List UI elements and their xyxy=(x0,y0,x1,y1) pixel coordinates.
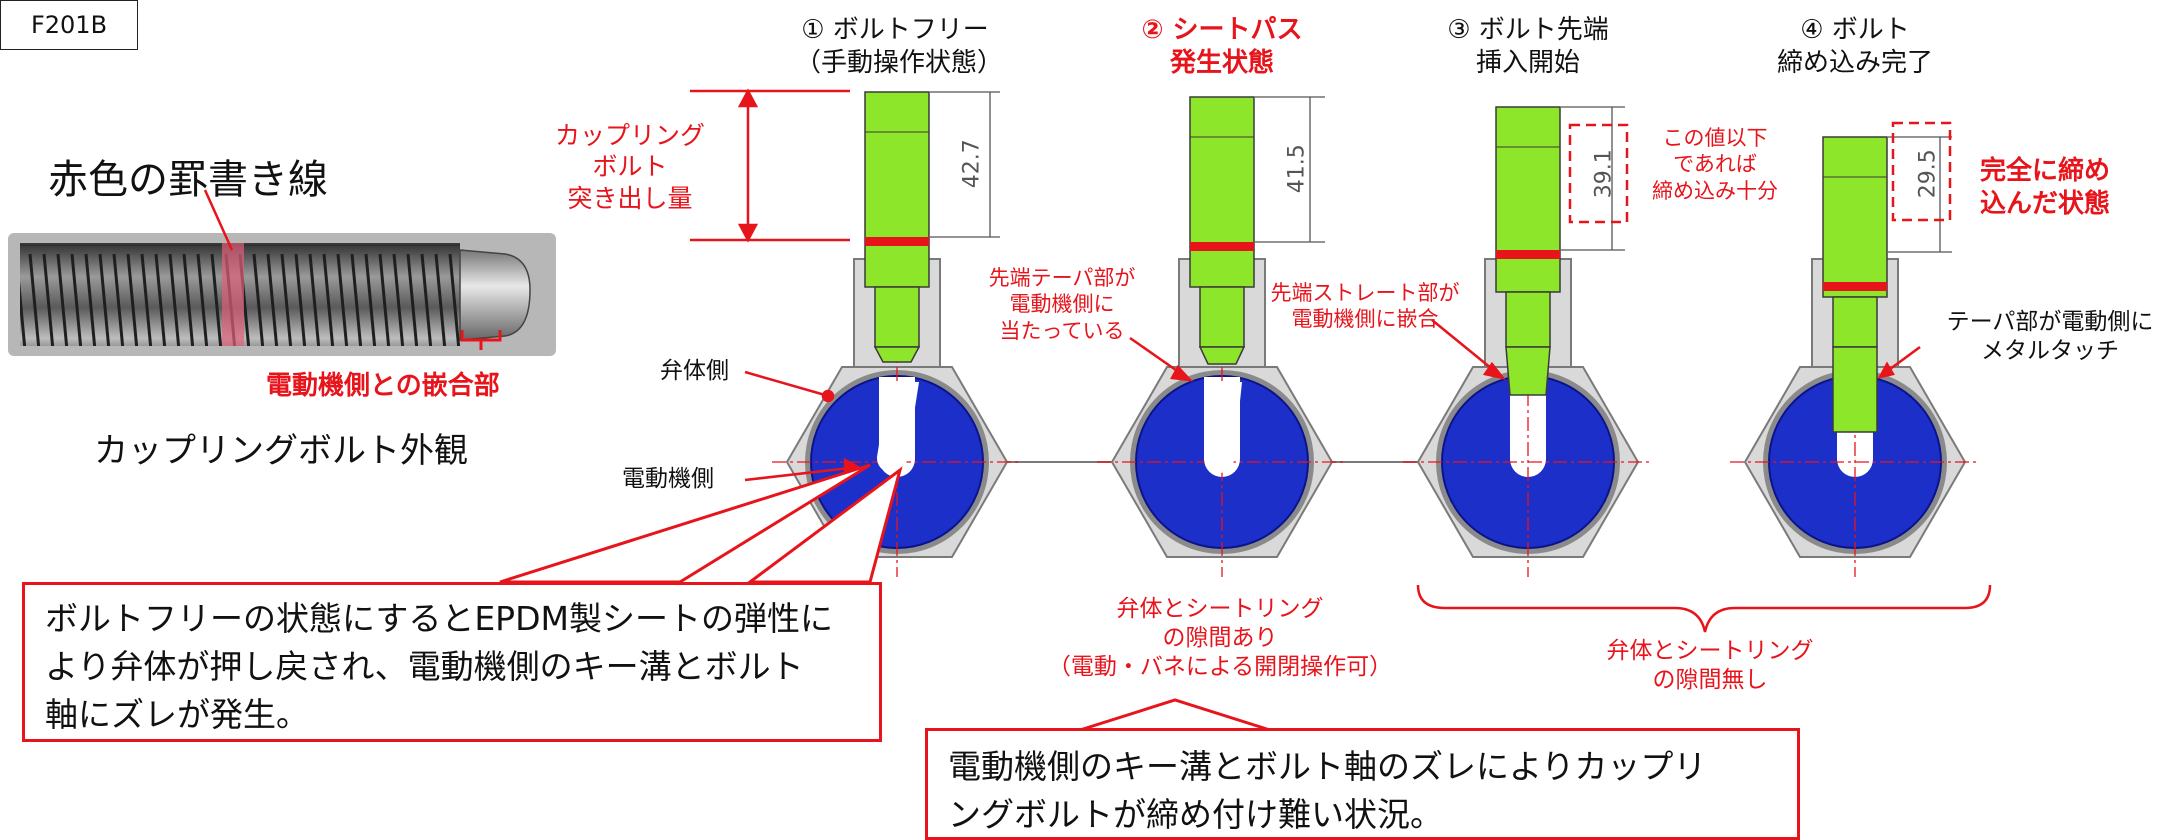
taper-contact-line1: 先端テーパ部が xyxy=(988,266,1136,290)
photo-caption: カップリングボルト外観 xyxy=(94,431,468,471)
taper-contact-label: 先端テーパ部が 電動機側に 当たっている xyxy=(967,265,1157,344)
bolt-green-1 xyxy=(864,91,930,363)
no-gap-line1: 弁体とシートリング xyxy=(1606,638,1814,664)
step-1-title: ① ボルトフリー （手動操作状態） xyxy=(795,14,1004,79)
dim-value-1: 42.7 xyxy=(959,139,985,189)
taper-contact-line3: 当たっている xyxy=(999,318,1125,343)
leader-arrows xyxy=(744,319,1921,482)
fully-tight-line2: 込んだ状態 xyxy=(1979,188,2110,219)
figure-id-label: F201B xyxy=(0,0,138,50)
metal-touch-line2: メタルタッチ xyxy=(1981,337,2119,364)
bolt-photo xyxy=(8,233,556,356)
fully-tight-label: 完全に締め 込んだ状態 xyxy=(1965,155,2125,220)
assembly-4 xyxy=(1729,136,1981,578)
bottom-callout: 電動機側のキー溝とボルト軸のズレによりカップリ ングボルトが締め付け難い状況。 xyxy=(925,728,1800,840)
final-box xyxy=(1891,121,1952,222)
bolt-green-2 xyxy=(1189,96,1255,365)
straight-fit-label: 先端ストレート部が 電動機側に嵌合 xyxy=(1260,280,1470,333)
scribe-arrow xyxy=(203,189,234,251)
protrusion-label: カップリング ボルト 突き出し量 xyxy=(545,120,715,214)
gap-exists-line1: 弁体とシートリング xyxy=(1116,596,1324,622)
threshold-line2: であれば xyxy=(1673,152,1757,177)
assembly-1 xyxy=(771,91,1023,578)
step-1-title-line1: ① ボルトフリー xyxy=(801,15,989,45)
bolt-green-4 xyxy=(1822,136,1888,433)
threshold-label: この値以下 であれば 締め込み十分 xyxy=(1640,125,1790,204)
step-2-title: ② シートパス 発生状態 xyxy=(1122,14,1322,79)
left-callout-line1: ボルトフリーの状態にするとEPDM製シートの弾性に xyxy=(45,599,833,638)
step-4-title: ④ ボルト 締め込み完了 xyxy=(1755,14,1955,79)
scribe-line-mark xyxy=(222,243,244,346)
gap-exists-label: 弁体とシートリング の隙間あり （電動・バネによる開閉操作可） xyxy=(1035,595,1405,681)
bottom-callout-line1: 電動機側のキー溝とボルト軸のズレによりカップリ xyxy=(948,747,1707,786)
step-4-title-line1: ④ ボルト xyxy=(1800,15,1910,45)
protrusion-label-line3: 突き出し量 xyxy=(567,183,693,213)
valve-side-label: 弁体側 xyxy=(660,358,729,384)
protrusion-dimension xyxy=(690,88,850,243)
fit-part-label: 電動機側との嵌合部 xyxy=(266,371,500,401)
dim-value-4: 29.5 xyxy=(1915,149,1941,199)
gap-exists-line2: の隙間あり xyxy=(1162,624,1278,651)
bolt-green-3 xyxy=(1495,106,1561,396)
protrusion-label-line2: ボルト xyxy=(592,152,668,182)
step-4-title-line2: 締め込み完了 xyxy=(1776,47,1933,78)
no-gap-brace xyxy=(1416,584,1992,633)
motor-side-label: 電動機側 xyxy=(622,466,714,492)
protrusion-label-line1: カップリング xyxy=(554,121,705,150)
dim-value-3: 39.1 xyxy=(1591,149,1617,199)
metal-touch-label: テーパ部が電動側に メタルタッチ xyxy=(1925,308,2175,366)
dimension-lines xyxy=(930,91,1952,253)
no-gap-line2: の隙間無し xyxy=(1652,666,1768,693)
step-3-title-line1: ③ ボルト先端 xyxy=(1447,15,1609,45)
assembly-3 xyxy=(1402,106,1654,578)
threshold-line1: この値以下 xyxy=(1662,126,1768,150)
bottom-callout-line2: ングボルトが締め付け難い状況。 xyxy=(948,794,1443,834)
straight-fit-line2: 電動機側に嵌合 xyxy=(1291,307,1439,332)
step-2-title-line1: ② シートパス xyxy=(1141,15,1303,45)
left-callout-line2: より弁体が押し戻され、電動機側のキー溝とボルト xyxy=(45,646,804,686)
threshold-box xyxy=(1568,123,1629,224)
scribe-line-label: 赤色の罫書き線 xyxy=(48,157,328,203)
bottom-callout-tail xyxy=(1079,698,1271,732)
threshold-line3: 締め込み十分 xyxy=(1652,178,1778,203)
fit-bracket xyxy=(460,330,502,350)
metal-touch-line1: テーパ部が電動側に xyxy=(1946,309,2154,335)
step-3-title-line2: 挿入開始 xyxy=(1475,47,1580,78)
left-callout-line3: 軸にズレが発生。 xyxy=(45,694,309,734)
dim-value-2: 41.5 xyxy=(1284,144,1310,194)
step-1-title-line2: （手動操作状態） xyxy=(795,47,1004,78)
step-2-title-line2: 発生状態 xyxy=(1169,47,1274,78)
assembly-2 xyxy=(1096,96,1348,578)
step-3-title: ③ ボルト先端 挿入開始 xyxy=(1428,14,1628,79)
straight-fit-line1: 先端ストレート部が xyxy=(1270,281,1460,305)
fully-tight-line1: 完全に締め xyxy=(1979,156,2110,186)
no-gap-label: 弁体とシートリング の隙間無し xyxy=(1600,637,1820,695)
gap-exists-line3: （電動・バネによる開閉操作可） xyxy=(1047,653,1393,680)
taper-contact-line2: 電動機側に xyxy=(1009,292,1115,317)
left-callout: ボルトフリーの状態にするとEPDM製シートの弾性に より弁体が押し戻され、電動機… xyxy=(22,582,882,742)
